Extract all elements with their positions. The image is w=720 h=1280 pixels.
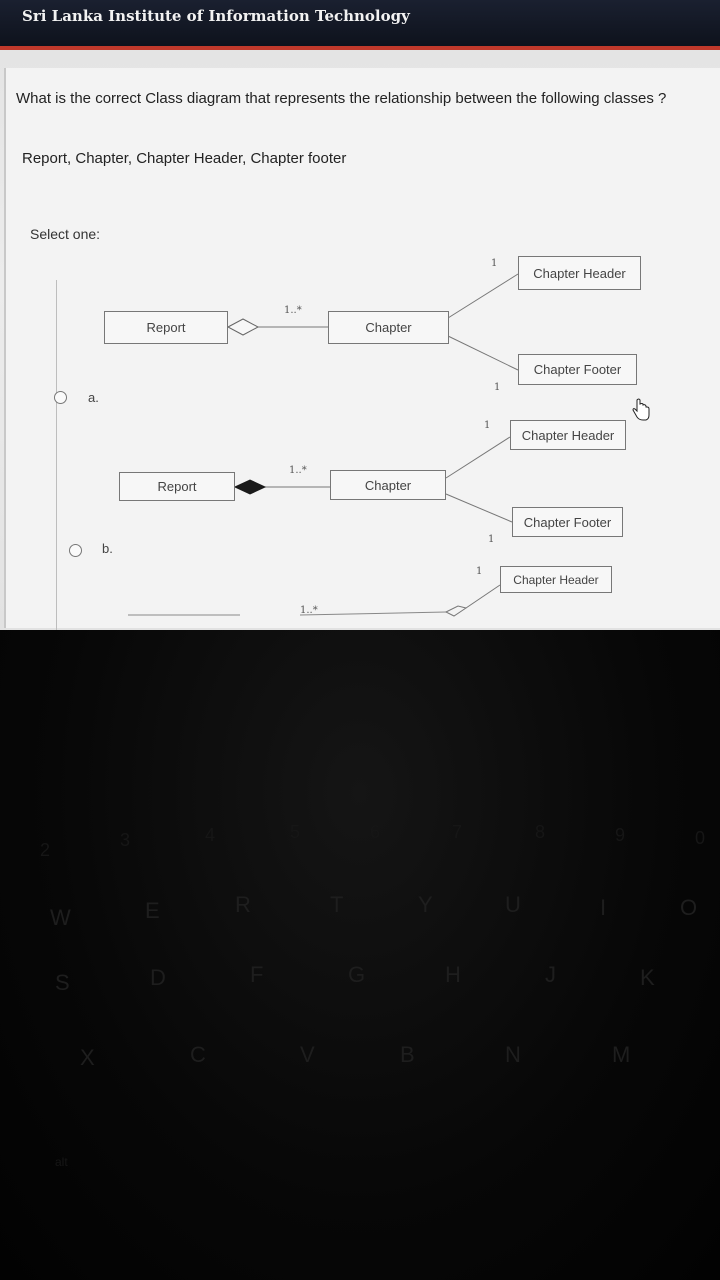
multiplicity-label: 1	[491, 258, 498, 269]
multiplicity-label: 1	[494, 382, 501, 393]
keyboard-key: N	[505, 1042, 521, 1067]
keyboard-key: C	[190, 1042, 206, 1067]
association-line	[447, 273, 519, 319]
class-report: Report	[104, 311, 228, 344]
class-chapter-footer: Chapter Footer	[518, 354, 637, 385]
accent-divider	[0, 46, 720, 50]
keyboard-key: D	[150, 965, 166, 990]
association-line	[445, 436, 511, 479]
hand-cursor-icon	[632, 398, 650, 421]
keyboard-key: J	[545, 962, 556, 987]
keyboard-key: 4	[205, 825, 216, 845]
keyboard-key: M	[612, 1042, 631, 1067]
select-one-prompt: Select one:	[30, 226, 101, 242]
multiplicity-label: 1	[484, 420, 491, 431]
keyboard-key: V	[300, 1042, 315, 1067]
class-chapter-header: Chapter Header	[518, 256, 641, 290]
class-report: Report	[119, 472, 235, 501]
keyboard-key: 8	[535, 822, 546, 842]
multiplicity-label: 1	[476, 566, 483, 577]
class-chapter: Chapter	[328, 311, 449, 344]
site-title: Sri Lanka Institute of Information Techn…	[22, 7, 410, 25]
association-line	[445, 493, 513, 523]
keyboard-key: 6	[370, 822, 381, 842]
association-line	[447, 335, 519, 371]
keyboard-key: I	[600, 895, 607, 920]
keyboard-key: H	[445, 962, 461, 987]
keyboard-key: 3	[120, 830, 131, 850]
association-line	[465, 584, 501, 609]
keyboard-key: U	[505, 892, 521, 917]
class-chapter-header: Chapter Header	[500, 566, 612, 593]
option-b-label[interactable]: b.	[102, 541, 113, 556]
option-b-radio[interactable]	[69, 544, 82, 557]
filled-diamond-icon	[233, 479, 267, 495]
keyboard-key: 5	[290, 822, 301, 842]
keyboard-key: K	[640, 965, 655, 990]
multiplicity-label: 1..*	[300, 605, 318, 616]
keyboard-key: X	[80, 1045, 95, 1070]
answer-divider	[56, 280, 57, 630]
multiplicity-label: 1..*	[284, 305, 302, 316]
keyboard-key: 9	[615, 825, 626, 845]
multiplicity-label: 1	[488, 534, 495, 545]
keyboard-key: B	[400, 1042, 415, 1067]
question-classes: Report, Chapter, Chapter Header, Chapter…	[22, 150, 347, 167]
keyboard-key: Y	[418, 892, 433, 917]
keyboard-key: W	[50, 905, 71, 930]
keyboard-key: R	[235, 892, 251, 917]
keyboard-key: alt	[55, 1155, 68, 1169]
class-chapter-header: Chapter Header	[510, 420, 626, 450]
hollow-diamond-icon	[444, 605, 468, 617]
keyboard-key: T	[330, 892, 344, 917]
association-line	[299, 611, 447, 616]
option-a-radio[interactable]	[54, 391, 67, 404]
option-a-label[interactable]: a.	[88, 390, 99, 405]
hollow-diamond-icon	[226, 318, 260, 336]
site-header: Sri Lanka Institute of Information Techn…	[0, 0, 720, 46]
keyboard-key: 7	[452, 822, 463, 842]
keyboard-key: S	[55, 970, 70, 995]
multiplicity-label: 1..*	[289, 465, 307, 476]
diagram-connectors	[128, 273, 519, 617]
keyboard-key: E	[145, 898, 160, 923]
keyboard-key: 0	[695, 828, 706, 848]
laptop-keyboard: 2 3 4 5 6 7 8 9 0 W E R T Y U I O S D F …	[0, 630, 720, 1280]
keyboard-key: G	[348, 962, 366, 987]
class-chapter: Chapter	[330, 470, 446, 500]
class-chapter-footer: Chapter Footer	[512, 507, 623, 537]
keyboard-key: F	[250, 962, 264, 987]
keyboard-key: O	[680, 895, 698, 920]
question-text: What is the correct Class diagram that r…	[16, 90, 667, 107]
keyboard-key: 2	[40, 840, 51, 860]
